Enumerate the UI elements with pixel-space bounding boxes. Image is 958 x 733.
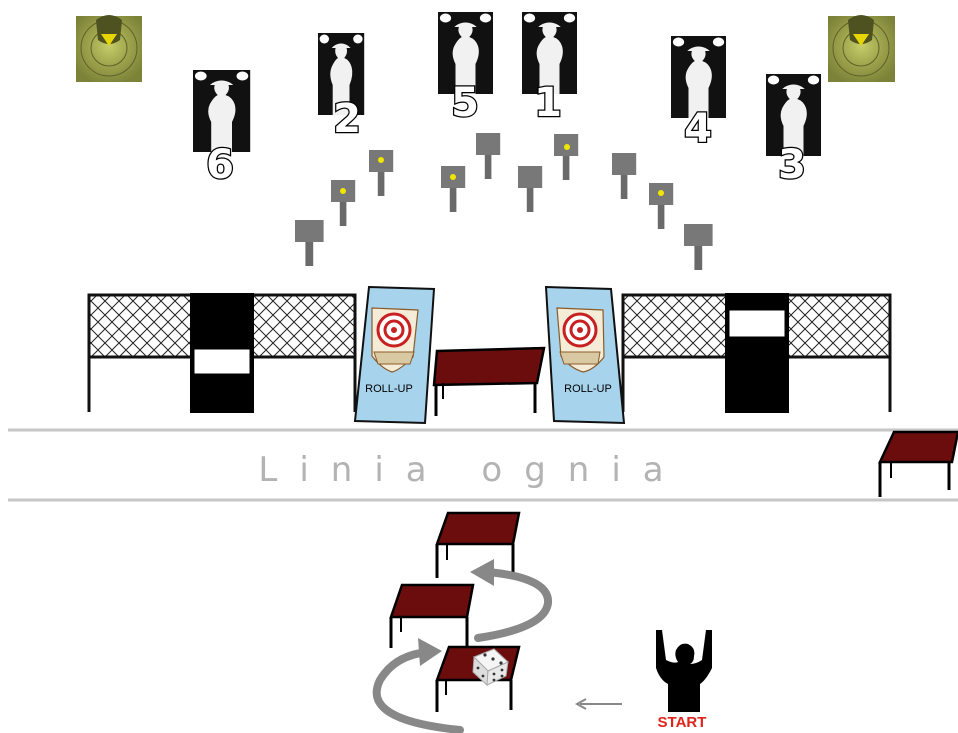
steel-plate-hit	[649, 183, 673, 229]
target-number: 3	[778, 142, 806, 188]
fire-line-label: Linia ognia	[258, 450, 685, 490]
steel-plate	[476, 133, 500, 179]
steel-plate-hit	[554, 134, 578, 180]
olive-target-right	[828, 15, 895, 82]
table-middle	[391, 585, 473, 648]
silhouette-target-6: 6	[193, 70, 250, 188]
target-number: 1	[534, 80, 562, 126]
steel-plate	[518, 166, 542, 212]
movement-arrow-upper	[470, 559, 548, 638]
silhouette-target-1: 1	[522, 12, 577, 126]
target-number: 4	[684, 106, 712, 152]
steel-plate-hit	[441, 166, 465, 212]
table-right	[880, 432, 958, 497]
silhouette-target-4: 4	[671, 36, 726, 152]
steel-plates	[295, 133, 713, 270]
target-number: 2	[333, 96, 361, 142]
target-number: 5	[451, 80, 479, 126]
table-center	[434, 348, 544, 416]
silhouette-target-5: 5	[438, 12, 493, 126]
silhouette-target-3: 3	[766, 74, 821, 188]
silhouette-target-2: 2	[318, 33, 364, 142]
rollup-banner-right: ROLL-UP	[546, 287, 624, 423]
steel-plate	[295, 220, 324, 266]
net-barrier-right	[623, 293, 890, 413]
net-barrier-left	[89, 293, 355, 413]
olive-target-left	[76, 15, 142, 82]
direction-arrow	[577, 699, 622, 709]
rollup-label: ROLL-UP	[564, 383, 612, 395]
steel-plate	[612, 153, 636, 199]
rollup-banner-left: ROLL-UP	[355, 287, 434, 423]
shooter-figure	[656, 630, 712, 712]
start-label: START	[658, 714, 707, 731]
fire-line: Linia ognia	[8, 430, 958, 500]
steel-plate	[684, 224, 713, 270]
rollup-label: ROLL-UP	[365, 383, 413, 395]
steel-plate-hit	[369, 150, 393, 196]
target-number: 6	[206, 142, 234, 188]
steel-plate-hit	[331, 180, 355, 226]
